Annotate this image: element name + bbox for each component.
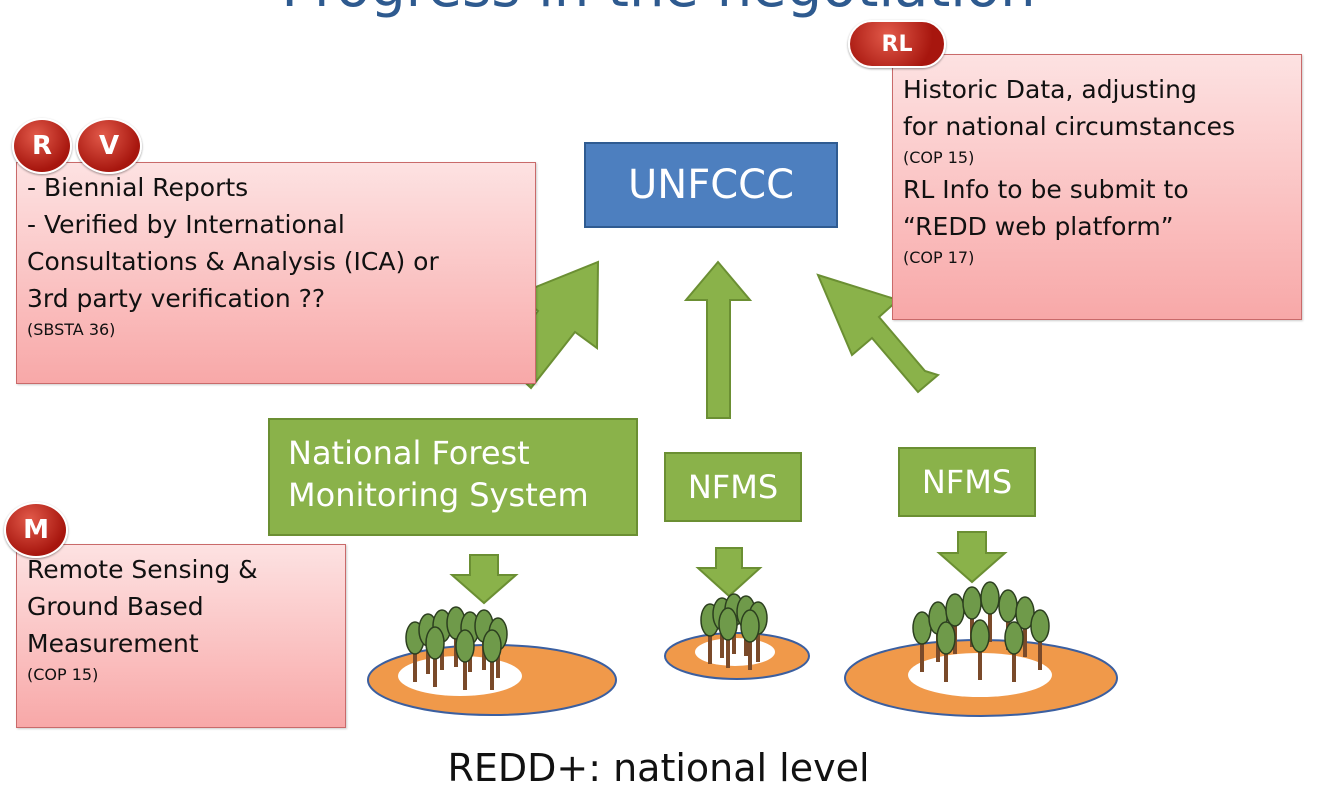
forest-island-3 xyxy=(844,581,1118,717)
badge-m: M xyxy=(4,502,68,558)
arrow-down-3 xyxy=(936,531,1008,584)
unfccc-box: UNFCCC xyxy=(584,142,838,228)
nfms-main-box: National Forest Monitoring System xyxy=(268,418,638,536)
rl-line-1: Historic Data, adjusting xyxy=(903,75,1197,104)
m-line-3: Measurement xyxy=(27,629,199,658)
rl-line-2: for national circumstances xyxy=(903,112,1236,141)
reporting-verification-box: - Biennial Reports - Verified by Interna… xyxy=(16,162,536,384)
forest-island-2 xyxy=(664,593,810,680)
m-reference: (COP 15) xyxy=(27,665,99,684)
measurement-box: Remote Sensing & Ground Based Measuremen… xyxy=(16,544,346,728)
rl-line-3: RL Info to be submit to xyxy=(903,175,1189,204)
arrow-right-diagonal xyxy=(816,273,941,394)
rv-line-4: 3rd party verification ?? xyxy=(27,284,326,313)
badge-rl: RL xyxy=(848,20,946,68)
nfms-main-line-1: National Forest xyxy=(288,434,530,472)
arrow-down-1 xyxy=(449,554,519,605)
rl-line-4: “REDD web platform” xyxy=(903,212,1174,241)
badge-v: V xyxy=(76,118,142,174)
rl-reference-1: (COP 15) xyxy=(903,148,975,167)
badge-r: R xyxy=(12,118,72,174)
footer-caption: REDD+: national level xyxy=(447,746,870,790)
arrow-down-2 xyxy=(695,547,763,598)
rv-line-3: Consultations & Analysis (ICA) or xyxy=(27,247,439,276)
reference-level-box: Historic Data, adjusting for national ci… xyxy=(892,54,1302,320)
page-title: Progress in the negotiation xyxy=(0,0,1317,16)
nfms-box-center: NFMS xyxy=(664,452,802,522)
m-line-2: Ground Based xyxy=(27,592,204,621)
forest-island-1 xyxy=(367,606,617,716)
nfms-box-right: NFMS xyxy=(898,447,1036,517)
m-line-1: Remote Sensing & xyxy=(27,555,258,584)
nfms-main-line-2: Monitoring System xyxy=(288,476,589,514)
rv-line-2: - Verified by International xyxy=(27,210,345,239)
arrow-center-up xyxy=(683,260,753,419)
rv-line-1: - Biennial Reports xyxy=(27,173,249,202)
rv-reference: (SBSTA 36) xyxy=(27,320,116,339)
rl-reference-2: (COP 17) xyxy=(903,248,975,267)
